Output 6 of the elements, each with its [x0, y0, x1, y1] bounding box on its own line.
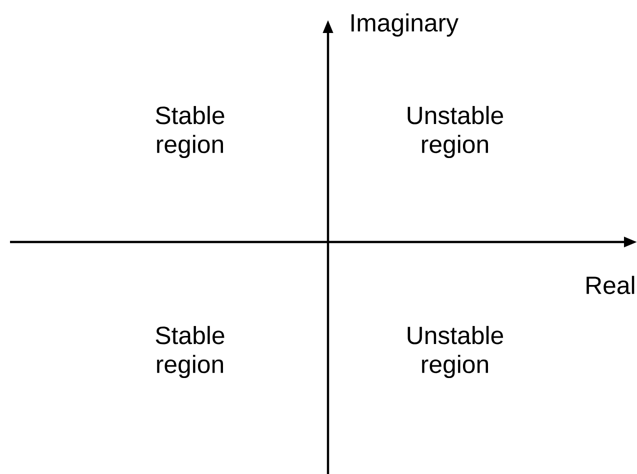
region-label: Unstable region: [408, 106, 504, 158]
axis-label: Imaginary: [352, 13, 458, 37]
region-label: Stable region: [156, 106, 224, 158]
region-label: Stable region: [156, 326, 224, 378]
region-label: Unstable region: [408, 326, 504, 378]
axis-label: Real: [586, 276, 634, 294]
